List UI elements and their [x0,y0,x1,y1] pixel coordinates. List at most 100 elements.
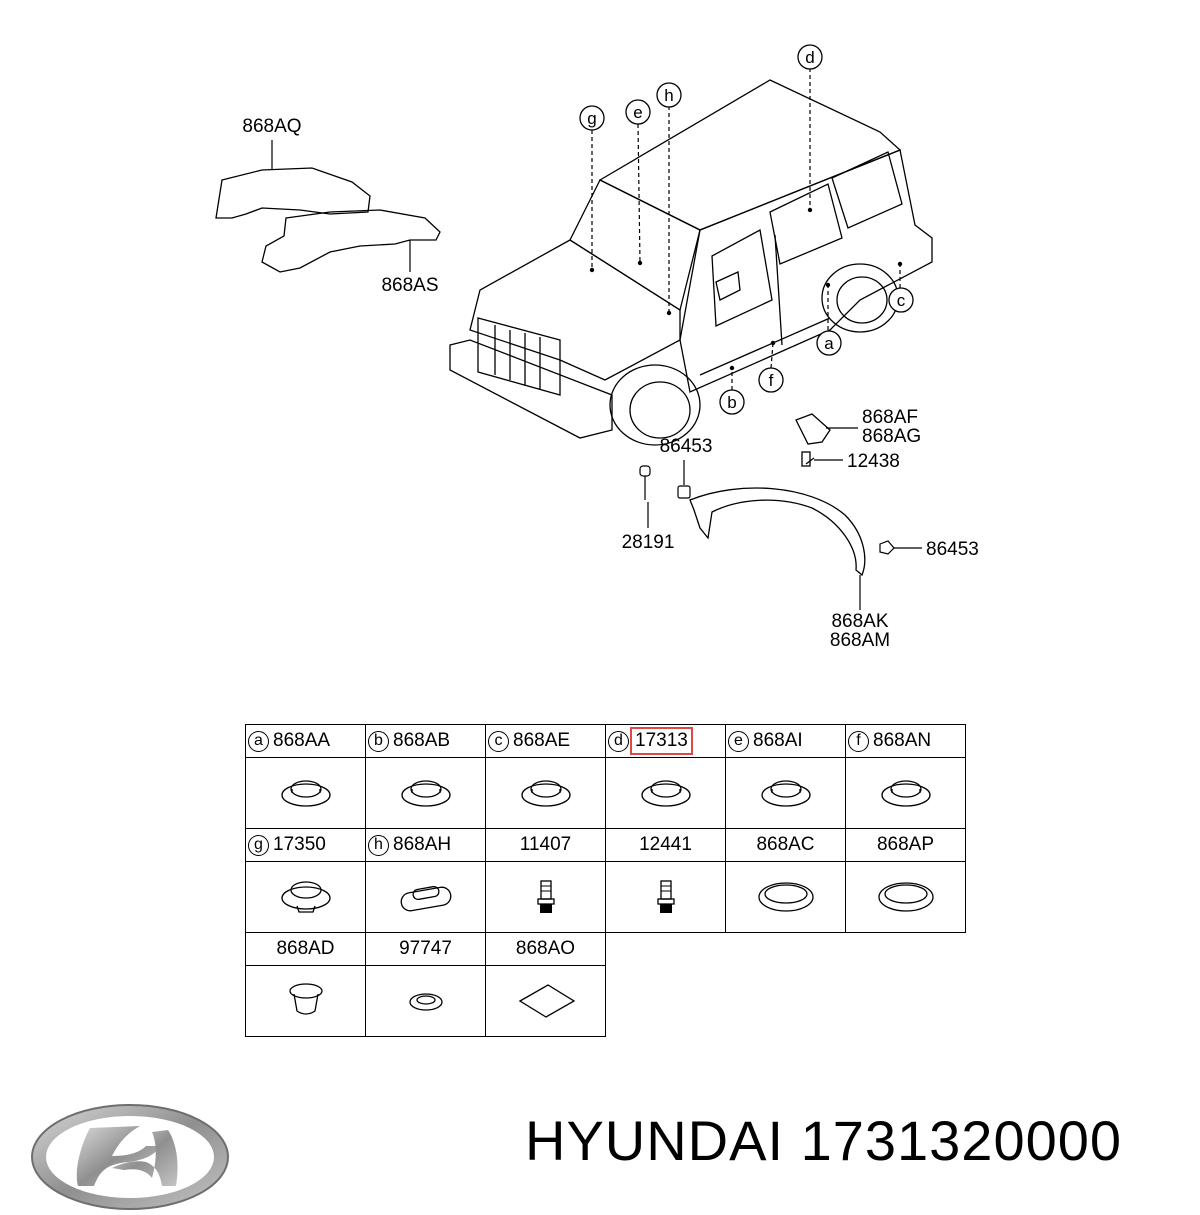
table-picture-row [245,861,966,933]
callout-letter: h [368,834,389,856]
callout-a-text: a [824,334,834,353]
plug-icon [366,758,485,828]
table-picture-row [245,757,966,829]
callout-c-text: c [897,291,906,310]
plug-icon [726,758,845,828]
callout-letter: g [248,834,269,856]
exploded-parts-diagram: 868AQ 868AS [215,44,979,651]
plug-icon [846,758,965,828]
part-number: 11407 [519,834,572,855]
label-868am: 868AM [830,630,890,651]
brand-part-number: HYUNDAI 1731320000 [525,1109,1123,1172]
callout-e [625,99,651,125]
empty-cell [846,966,966,1037]
part-header: 12441 [606,829,725,861]
insulation-pad-upper [215,167,371,219]
clip-86453-top [677,485,691,499]
callout-f-text: f [769,371,774,390]
label-868ag: 868AG [862,426,921,447]
callout-h [656,82,682,108]
hyundai-logo [31,1104,229,1210]
label-28191: 28191 [622,532,675,553]
part-picture-cell [485,861,606,933]
wheel-arch-liner [689,487,866,577]
part-header: 868AO [486,933,605,965]
cap-plug-icon [246,966,365,1036]
part-picture-cell [245,757,366,829]
plug-deep-icon [246,862,365,932]
callout-e-text: e [633,103,642,122]
label-12438: 12438 [847,451,900,472]
callout-letter: c [488,730,509,752]
part-number: 12441 [639,834,692,855]
label-86453-top: 86453 [660,436,713,457]
callout-leaders [591,68,901,390]
label-868af: 868AF [862,407,918,428]
part-picture-cell [725,757,846,829]
bolt-icon [606,862,725,932]
small-grommet-icon [366,966,485,1036]
part-header: 868AD [246,933,365,965]
part-label-cell: 12441 [605,828,726,862]
part-picture-cell [605,757,726,829]
part-number: 868AI [753,730,803,751]
clip-86453-right [879,540,895,555]
callout-g [579,105,605,131]
part-header: 11407 [486,829,605,861]
plug-icon [606,758,725,828]
callout-h-text: h [664,86,673,105]
flat-grommet-icon [726,862,845,932]
callout-g-text: g [587,109,596,128]
part-picture-cell [725,861,846,933]
part-picture-cell [365,861,486,933]
callout-b-text: b [727,393,736,412]
patch-icon [486,966,605,1036]
part-label-cell: 868AP [845,828,966,862]
bracket-868af [795,413,831,467]
part-number: 868AA [273,730,331,751]
part-number: 97747 [399,938,452,959]
callout-a [816,330,842,356]
part-picture-cell [365,965,486,1037]
callout-f [758,367,784,393]
screw-28191 [639,465,651,500]
empty-cell [846,933,966,966]
label-868aq: 868AQ [242,116,301,137]
empty-cell [726,933,846,966]
part-label-cell: 868AO [485,932,606,966]
callout-letter: d [608,730,629,752]
part-number: 868AB [393,730,451,751]
callout-d [797,44,823,70]
part-picture-cell [245,861,366,933]
part-label-cell: 868AC [725,828,846,862]
label-86453-right: 86453 [926,539,979,560]
part-number: 868AD [276,938,335,959]
callout-d-text: d [805,48,814,67]
callout-letter: f [848,730,869,752]
plug-icon [486,758,605,828]
plug-icon [246,758,365,828]
empty-cell [606,933,726,966]
part-picture-cell [845,861,966,933]
callout-letter: e [728,730,749,752]
table-header-row: 868AD 97747 868AO [245,932,966,966]
